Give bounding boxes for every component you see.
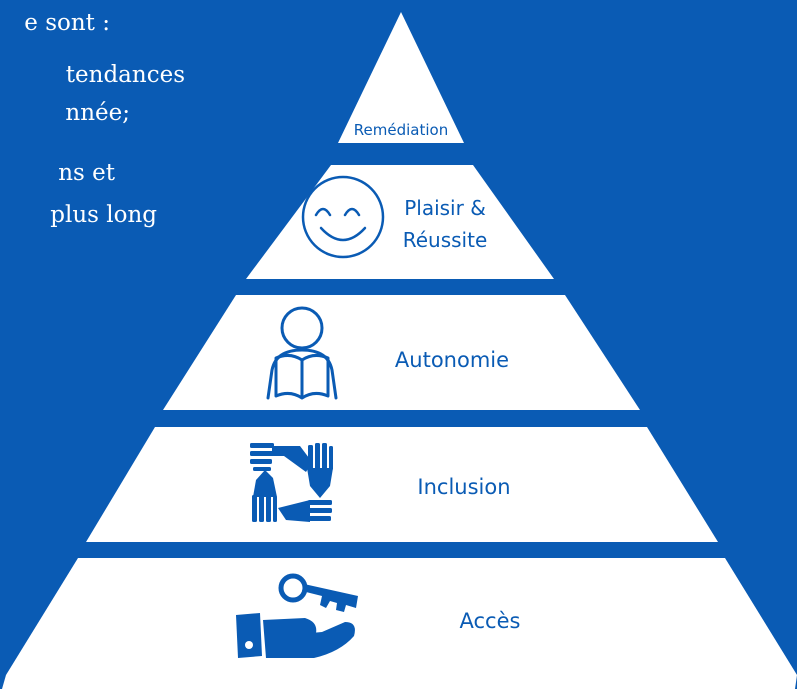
tier-inclusion-label: Inclusion <box>417 475 510 499</box>
intro-line: plus long <box>50 202 157 228</box>
tier-remediation-label: Remédiation <box>354 121 448 139</box>
tier-plaisir-label-line1: Plaisir & <box>404 196 486 220</box>
intro-line: nnée; <box>65 100 130 126</box>
intro-line: ns et <box>58 160 115 186</box>
joined-hands-icon <box>250 443 333 522</box>
intro-line: tendances <box>65 62 185 88</box>
tier-autonomie-label: Autonomie <box>395 348 509 372</box>
tier-acces <box>2 558 797 689</box>
tier-remediation <box>338 12 464 143</box>
key-in-hand-icon <box>236 573 358 658</box>
intro-text: e sont : tendances nnée; ns et plus long <box>0 0 300 260</box>
smiley-icon <box>301 175 385 259</box>
tier-plaisir-reussite <box>246 165 554 279</box>
tier-inclusion <box>86 427 718 542</box>
tier-acces-label: Accès <box>460 609 521 633</box>
tier-plaisir-label-line2: Réussite <box>403 228 488 252</box>
reader-icon <box>266 306 338 400</box>
intro-line: e sont : <box>24 10 110 36</box>
